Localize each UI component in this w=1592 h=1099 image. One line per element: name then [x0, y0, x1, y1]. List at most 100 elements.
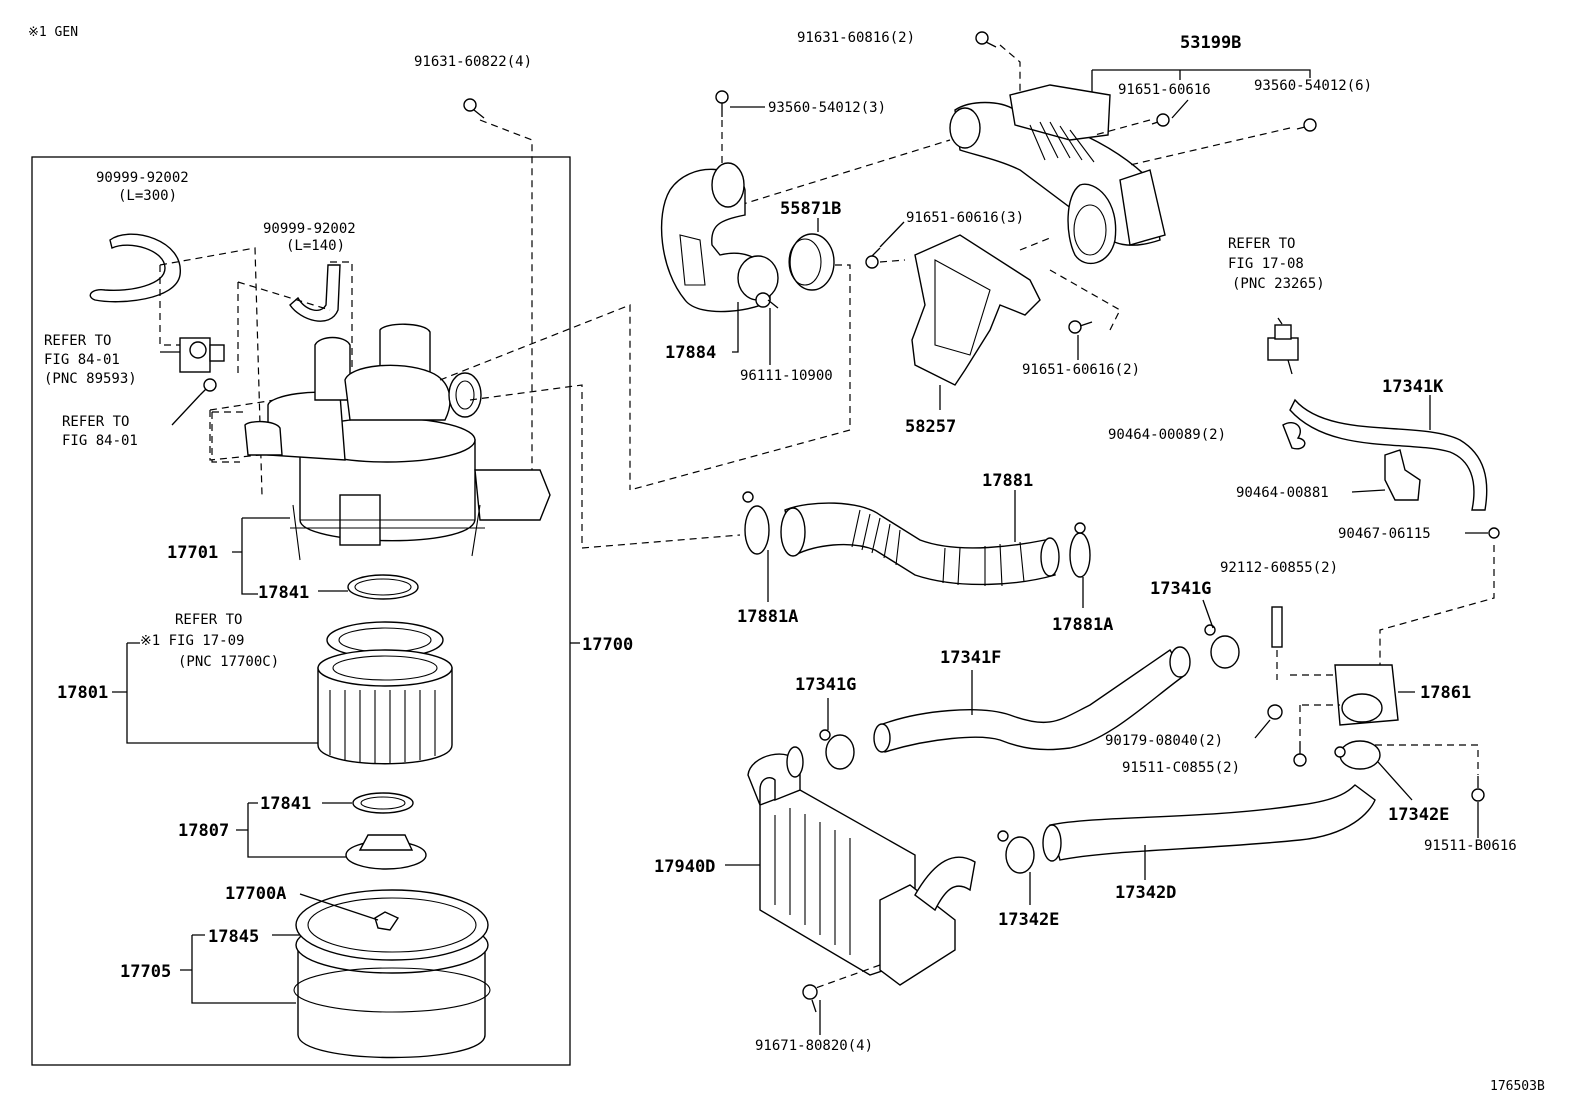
label-90464-00089: 90464-00089(2)	[1108, 427, 1226, 443]
throttle-17861	[1334, 664, 1399, 726]
label-ref2-b: FIG 84-01	[62, 433, 138, 449]
label-17341G-right: 17341G	[1150, 579, 1211, 599]
label-ref4-b: FIG 17-08	[1228, 256, 1304, 272]
label-92112-60855: 92112-60855(2)	[1220, 560, 1338, 576]
bolt-93560-54012-6	[1296, 118, 1317, 132]
clip-90464-00881	[1384, 449, 1421, 501]
hose-17881	[780, 502, 1060, 587]
clamp-17342E-left	[997, 830, 1035, 874]
gasket-17841-lower	[352, 792, 414, 814]
label-17701: 17701	[167, 543, 218, 563]
clamp-17881A-left	[742, 491, 770, 555]
label-l300: (L=300)	[118, 188, 177, 204]
header-note: ※1 GEN	[28, 25, 78, 40]
bracket-58257	[911, 234, 1041, 386]
label-90999-92002-a: 90999-92002	[96, 170, 189, 186]
label-17881A-right: 17881A	[1052, 615, 1113, 635]
label-ref1-b: FIG 84-01	[44, 352, 120, 368]
label-93560-54012-3: 93560-54012(3)	[768, 100, 886, 116]
bolt-91651-60616-2	[1068, 320, 1093, 334]
clamp-17342E-right	[1334, 740, 1381, 770]
label-55871B: 55871B	[780, 199, 841, 219]
duct-53199B	[949, 84, 1166, 265]
bolt-93560-54012-3	[715, 90, 729, 117]
label-17845: 17845	[208, 927, 259, 947]
label-ref3-c: (PNC 17700C)	[178, 654, 279, 670]
stud-92112-60855	[1271, 606, 1283, 648]
nut-90179-08040	[1267, 704, 1283, 720]
label-ref4-c: (PNC 23265)	[1232, 276, 1325, 292]
label-90179-08040: 90179-08040(2)	[1105, 733, 1223, 749]
assembly-17700-frame	[31, 156, 571, 1066]
label-91651-60616-2: 91651-60616(2)	[1022, 362, 1140, 378]
bolt-91651-60616	[1151, 113, 1170, 127]
label-17884: 17884	[665, 343, 716, 363]
bolt-91631-60816	[975, 31, 997, 48]
label-91511-b0616: 91511-B0616	[1424, 838, 1517, 854]
label-17807: 17807	[178, 821, 229, 841]
label-90464-00881: 90464-00881	[1236, 485, 1329, 501]
label-17861: 17861	[1420, 683, 1471, 703]
clamp-17881A-right	[1069, 522, 1091, 578]
hose-17884	[660, 162, 779, 313]
label-91631-60816: 91631-60816(2)	[797, 30, 915, 46]
label-17841-b: 17841	[260, 794, 311, 814]
bolt-91671-80820	[802, 984, 818, 1013]
valve-17807	[345, 834, 427, 870]
label-17341K: 17341K	[1382, 377, 1444, 397]
label-96111-10900: 96111-10900	[740, 368, 833, 384]
bolt-91651-60616-3	[865, 247, 881, 269]
label-17881A-left: 17881A	[737, 607, 798, 627]
label-l140: (L=140)	[286, 238, 345, 254]
label-53199B: 53199B	[1180, 33, 1241, 53]
bolt-91631-60822	[463, 98, 485, 119]
label-17342E-left: 17342E	[998, 910, 1059, 930]
filter-element-17801	[317, 621, 453, 765]
label-ref2-a: REFER TO	[62, 414, 129, 430]
label-17342D: 17342D	[1115, 883, 1176, 903]
label-17841-a: 17841	[258, 583, 309, 603]
hose-90999-l300	[89, 233, 181, 303]
label-91651-60616: 91651-60616	[1118, 82, 1211, 98]
clip-90467-06115	[1488, 527, 1500, 539]
label-17801: 17801	[57, 683, 108, 703]
sensor-refer-84-01	[179, 337, 225, 373]
label-17881: 17881	[982, 471, 1033, 491]
air-cleaner-body-17701	[244, 323, 551, 561]
label-17341G-left: 17341G	[795, 675, 856, 695]
bolt-refer-84-01	[199, 378, 217, 396]
clip-90464-00089	[1282, 421, 1306, 450]
hose-17342D	[1042, 784, 1376, 862]
label-ref3-a: REFER TO	[175, 612, 242, 628]
label-17342E-right: 17342E	[1388, 805, 1449, 825]
label-17705: 17705	[120, 962, 171, 982]
label-17700: 17700	[582, 635, 633, 655]
label-ref1-a: REFER TO	[44, 333, 111, 349]
ring-55871B	[788, 233, 835, 291]
intercooler-17940D	[747, 746, 976, 986]
bolt-91511-c0855	[1293, 742, 1307, 767]
hose-17341K	[1289, 398, 1488, 511]
label-ref3-b: ※1 FIG 17-09	[140, 633, 244, 649]
cap-17705	[293, 889, 491, 1059]
clamp-17341G-right	[1204, 624, 1240, 669]
clamp-17341G-left	[819, 729, 855, 770]
label-93560-54012-6: 93560-54012(6)	[1254, 78, 1372, 94]
label-90467-06115: 90467-06115	[1338, 526, 1431, 542]
label-91511-c0855: 91511-C0855(2)	[1122, 760, 1240, 776]
label-ref4-a: REFER TO	[1228, 236, 1295, 252]
clamp-96111-10900	[755, 292, 779, 309]
label-58257: 58257	[905, 417, 956, 437]
bolt-91511-b0616	[1471, 776, 1485, 802]
vsv-refer-17-08	[1267, 317, 1299, 375]
figure-id: 176503B	[1490, 1079, 1545, 1094]
hose-90999-l140	[289, 264, 341, 322]
label-17700A: 17700A	[225, 884, 286, 904]
label-17940D: 17940D	[654, 857, 715, 877]
label-ref1-c: (PNC 89593)	[44, 371, 137, 387]
label-91671-80820: 91671-80820(4)	[755, 1038, 873, 1054]
hose-17341F	[873, 646, 1191, 753]
label-91651-60616-3: 91651-60616(3)	[906, 210, 1024, 226]
label-90999-92002-b: 90999-92002	[263, 221, 356, 237]
label-17341F: 17341F	[940, 648, 1001, 668]
